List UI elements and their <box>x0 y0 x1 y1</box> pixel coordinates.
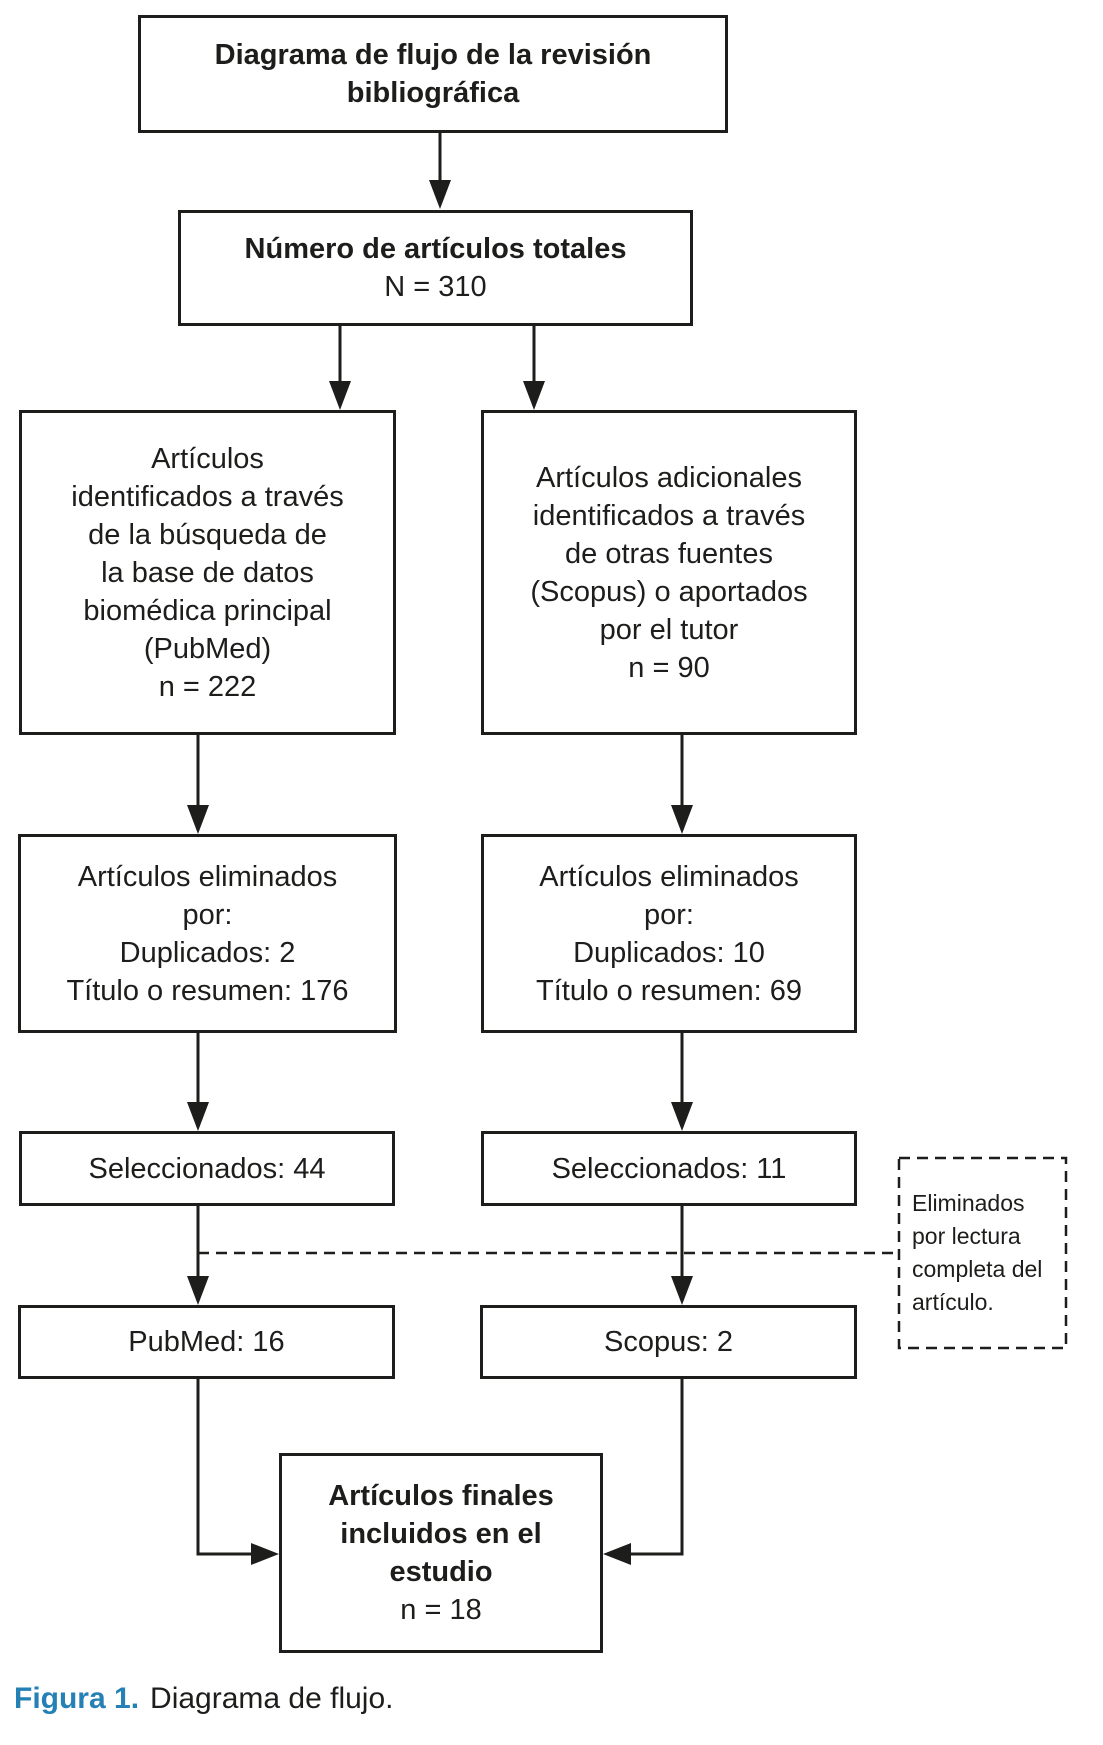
elbow-scopus-to-final <box>603 1379 684 1565</box>
pubmed-identified-box: Artículos identificados a través de la b… <box>19 410 396 735</box>
excluded-note-box: Eliminados por lectura completa del artí… <box>912 1190 1043 1315</box>
arrow-total-to-scopus-id <box>523 326 545 410</box>
pubmed-selected-box: Seleccionados: 44 <box>19 1131 395 1206</box>
arrow-pubmed-id-to-removed <box>187 735 209 834</box>
figure-caption: Figura 1. Diagrama de flujo. <box>14 1680 394 1718</box>
final-included-box: Artículos finales incluidos en el estudi… <box>279 1453 603 1653</box>
arrow-scopus-removed-to-selected <box>671 1033 693 1131</box>
figure-caption-label: Figura 1. <box>14 1682 140 1715</box>
final-included-value: n = 18 <box>400 1594 482 1626</box>
figure-caption-text: Diagrama de flujo. <box>150 1682 394 1715</box>
pubmed-removed-box: Artículos eliminados por: Duplicados: 2 … <box>18 834 397 1033</box>
total-articles-title: Número de artículos totales <box>244 233 627 265</box>
arrow-pubmed-removed-to-selected <box>187 1033 209 1131</box>
arrow-scopus-id-to-removed <box>671 735 693 834</box>
final-included-title: Artículos finales incluidos en el estudi… <box>328 1480 554 1588</box>
diagram-title-box: Diagrama de flujo de la revisión bibliog… <box>138 15 728 133</box>
total-articles-value: N = 310 <box>384 271 487 303</box>
pubmed-final-count-box: PubMed: 16 <box>18 1305 395 1379</box>
total-articles-box: Número de artículos totales N = 310 <box>178 210 693 326</box>
arrow-title-to-total <box>429 133 451 209</box>
scopus-selected-box: Seleccionados: 11 <box>481 1131 857 1206</box>
scopus-identified-box: Artículos adicionales identificados a tr… <box>481 410 857 735</box>
scopus-removed-box: Artículos eliminados por: Duplicados: 10… <box>481 834 857 1033</box>
arrow-scopus-selected-to-count <box>671 1206 693 1305</box>
arrow-pubmed-selected-to-count <box>187 1206 209 1305</box>
arrow-total-to-pubmed-id <box>329 326 351 410</box>
dashed-note-border <box>897 1156 1068 1350</box>
elbow-pubmed-to-final <box>196 1379 279 1565</box>
scopus-final-count-box: Scopus: 2 <box>480 1305 857 1379</box>
